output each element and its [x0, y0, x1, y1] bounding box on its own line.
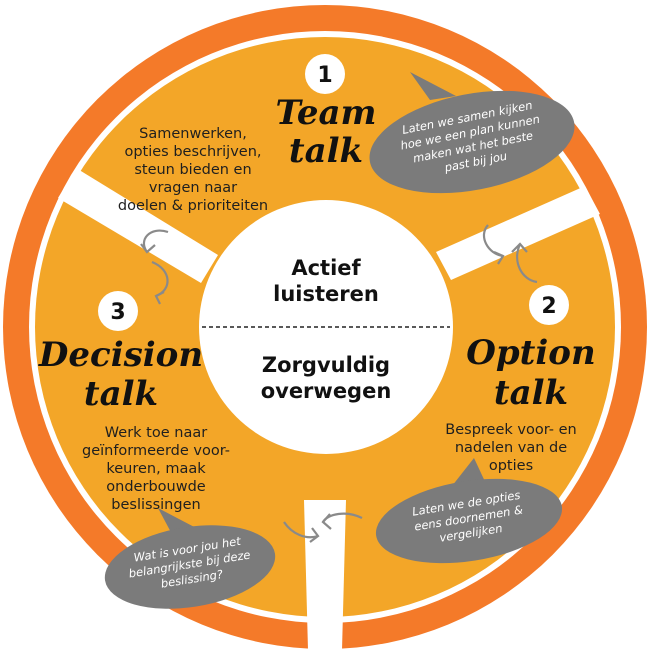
svg-text:Samenwerken,: Samenwerken, — [139, 126, 247, 142]
badge-option-number: 2 — [541, 294, 556, 319]
svg-text:opties: opties — [489, 458, 533, 474]
svg-text:Bespreek voor- en: Bespreek voor- en — [445, 422, 576, 438]
spoke-right — [436, 186, 600, 280]
badge-decision: 3 — [98, 291, 138, 331]
svg-text:beslissingen: beslissingen — [111, 497, 200, 513]
svg-text:keuren, maak: keuren, maak — [106, 461, 206, 477]
team-title-line2: talk — [289, 131, 363, 171]
team-description: Samenwerken, opties beschrijven, steun b… — [118, 126, 268, 214]
svg-text:vragen naar: vragen naar — [149, 180, 237, 196]
badge-option: 2 — [529, 285, 569, 325]
team-title-line1: Team — [275, 93, 376, 133]
arrow-team-to-option — [482, 224, 538, 284]
arrow-team-to-decision — [140, 229, 169, 305]
svg-text:geïnformeerde voor-: geïnformeerde voor- — [82, 443, 230, 459]
badge-team-number: 1 — [317, 63, 332, 88]
svg-text:opties beschrijven,: opties beschrijven, — [124, 144, 261, 160]
arrow-option-to-decision — [283, 512, 363, 543]
decision-title-line2: talk — [84, 374, 158, 414]
bubble-team — [369, 72, 575, 194]
center-circle — [199, 200, 453, 454]
center-bottom-line2: overwegen — [261, 379, 392, 403]
option-description: Bespreek voor- en nadelen van de opties — [445, 422, 576, 474]
badge-decision-number: 3 — [110, 300, 125, 325]
badge-team: 1 — [305, 54, 345, 94]
option-title-line2: talk — [494, 373, 568, 413]
center-bottom-line1: Zorgvuldig — [262, 353, 390, 377]
decision-title-line1: Decision — [38, 335, 203, 375]
svg-text:Werk toe naar: Werk toe naar — [105, 425, 207, 441]
svg-text:nadelen van de: nadelen van de — [455, 440, 567, 456]
center-top-line2: luisteren — [273, 282, 379, 306]
svg-text:onderbouwde: onderbouwde — [106, 479, 205, 495]
spoke-left — [58, 168, 218, 283]
center-top-line1: Actief — [291, 256, 361, 280]
option-title-line1: Option — [466, 333, 595, 373]
decision-description: Werk toe naar geïnformeerde voor- keuren… — [82, 425, 230, 513]
svg-text:doelen & prioriteiten: doelen & prioriteiten — [118, 198, 268, 214]
bubble-decision — [104, 508, 276, 609]
bubble-option — [375, 458, 563, 564]
svg-text:steun bieden en: steun bieden en — [134, 162, 251, 178]
